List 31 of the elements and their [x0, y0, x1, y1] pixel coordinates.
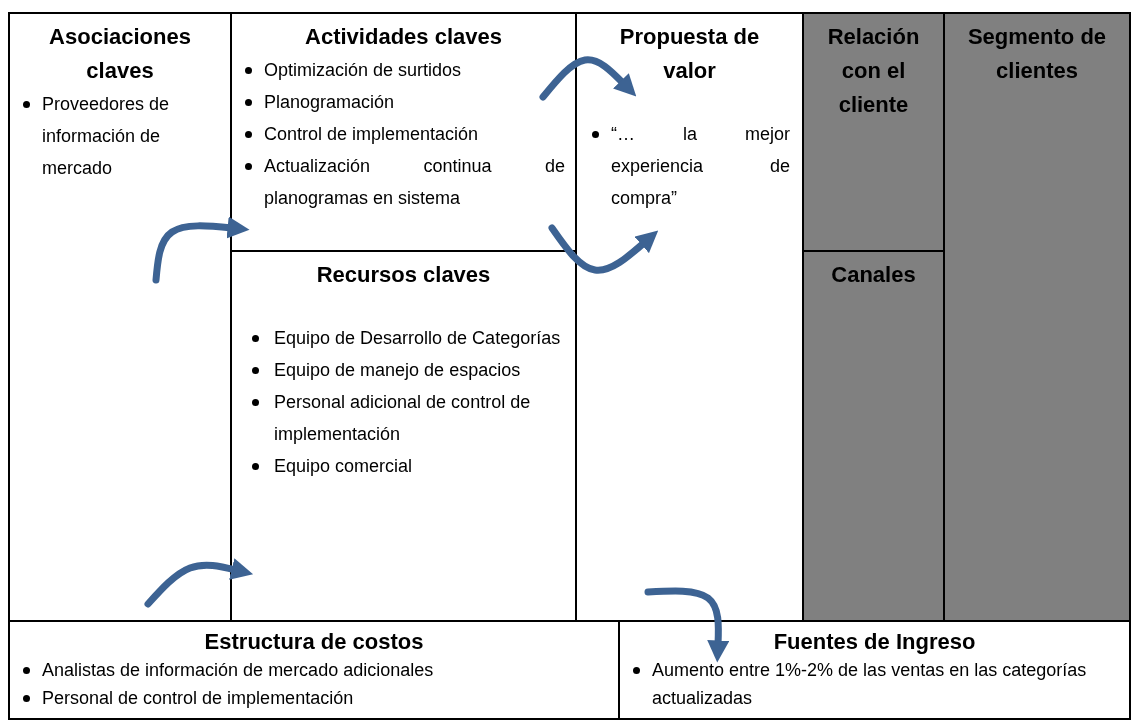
bullet-item: Optimización de surtidos — [264, 60, 462, 80]
shaded-panel — [802, 12, 945, 252]
panel-heading: Relación con el cliente — [826, 23, 921, 119]
bullet-item: Analistas de información de mercado adicionales — [42, 660, 434, 680]
curved-arrow — [644, 587, 730, 663]
shaded-panel — [943, 12, 1131, 622]
panel-heading: Fuentes de Ingreso — [772, 628, 977, 656]
panel-heading: Recursos claves — [315, 261, 492, 289]
panel-heading: Canales — [830, 261, 917, 289]
bullet-item: Personal de control de implementación — [42, 688, 354, 708]
panel-heading: Estructura de costos — [203, 628, 425, 656]
bullet-item: Proveedores de información de mercado — [42, 94, 170, 178]
canvas-panel — [8, 620, 620, 720]
panel-heading: Asociaciones claves — [48, 23, 192, 85]
canvas-panel — [8, 12, 232, 622]
curved-arrow — [144, 558, 254, 608]
panel-heading: Segmento de clientes — [966, 23, 1108, 85]
panel-heading: Propuesta de valor — [618, 23, 761, 85]
bullet-item: Aumento entre 1%-2% de las ventas en las categorías actualizadas — [652, 660, 1087, 708]
bullet-item: Planogramación — [264, 92, 395, 112]
bullet-item: Actualización continua de planogramas en sistema — [264, 156, 565, 208]
bullet-item: “… la mejor experiencia de compra” — [611, 124, 790, 208]
panel-heading: Actividades claves — [304, 23, 503, 51]
shaded-panel — [802, 250, 945, 622]
bullet-item: Control de implementación — [264, 124, 479, 144]
bullet-item: Equipo de manejo de espacios — [274, 360, 521, 380]
canvas-panel — [618, 620, 1131, 720]
bullet-item: Equipo de Desarrollo de Categorías — [274, 328, 561, 348]
bullet-item: Personal adicional de control de implementación — [274, 392, 531, 444]
curved-arrow — [152, 216, 250, 284]
bullet-item: Equipo comercial — [274, 456, 413, 476]
